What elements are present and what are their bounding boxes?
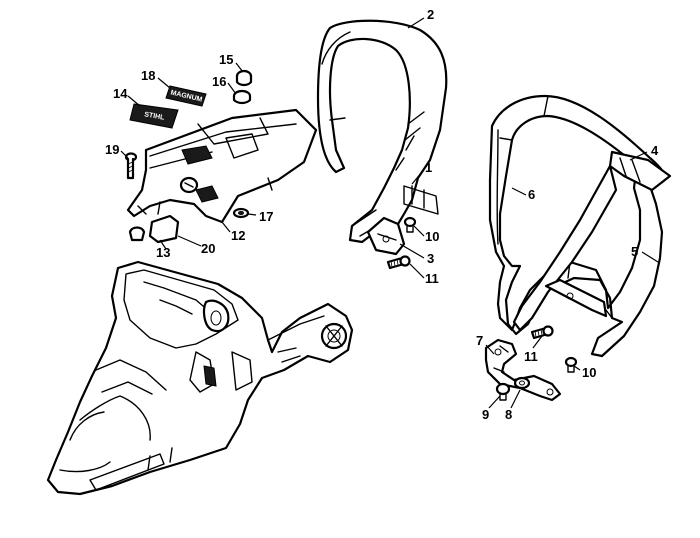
mount-part-right	[544, 278, 608, 318]
clamp-part-3	[366, 216, 406, 256]
callout-20: 20	[201, 241, 215, 256]
grommet-part-16	[232, 89, 252, 105]
callout-7: 7	[476, 333, 483, 348]
callout-15: 15	[219, 52, 233, 67]
screw-part-11-lower	[530, 325, 554, 340]
screw-part-10-upper	[403, 216, 417, 233]
callout-18: 18	[141, 68, 155, 83]
badge-part-14: STIHL	[129, 103, 179, 129]
bracket-part-7	[484, 338, 562, 402]
callout-4: 4	[651, 143, 659, 158]
callout-11-upper: 11	[425, 271, 439, 286]
callout-8: 8	[505, 407, 512, 422]
callout-9: 9	[482, 407, 489, 422]
plug-part-13	[128, 226, 146, 242]
badge-part-18: MAGNUM	[165, 85, 207, 107]
callout-5: 5	[631, 244, 638, 259]
screw-part-19	[124, 152, 138, 180]
callout-19: 19	[105, 142, 119, 157]
callout-3: 3	[427, 251, 434, 266]
front-handle-part-2	[316, 19, 448, 244]
callout-16: 16	[212, 74, 226, 89]
leader-lines	[120, 17, 659, 409]
callout-17: 17	[259, 209, 273, 224]
callout-11-lower: 11	[524, 349, 538, 364]
handle-bar-part-4	[512, 150, 672, 332]
washer-part-8	[513, 376, 531, 390]
callout-10-lower: 10	[582, 365, 596, 380]
callout-1: 1	[425, 160, 432, 175]
callout-14: 14	[113, 86, 128, 101]
cap-part-20	[148, 214, 180, 244]
callout-2: 2	[427, 7, 434, 22]
washer-part-17	[232, 207, 250, 219]
callout-6: 6	[528, 187, 535, 202]
screw-part-10-lower	[564, 356, 578, 373]
nut-part-15	[235, 69, 253, 87]
callout-labels: 2 15 16 18 14 19 1 4 6 17 12 10 13 20 3 …	[105, 7, 659, 422]
shroud-part-12	[126, 108, 318, 224]
badge-14-text: STIHL	[144, 111, 166, 122]
callout-13: 13	[156, 245, 170, 260]
screw-part-11-upper	[386, 255, 411, 270]
callout-12: 12	[231, 228, 245, 243]
callout-10-upper: 10	[425, 229, 439, 244]
crankcase-housing	[46, 260, 354, 496]
